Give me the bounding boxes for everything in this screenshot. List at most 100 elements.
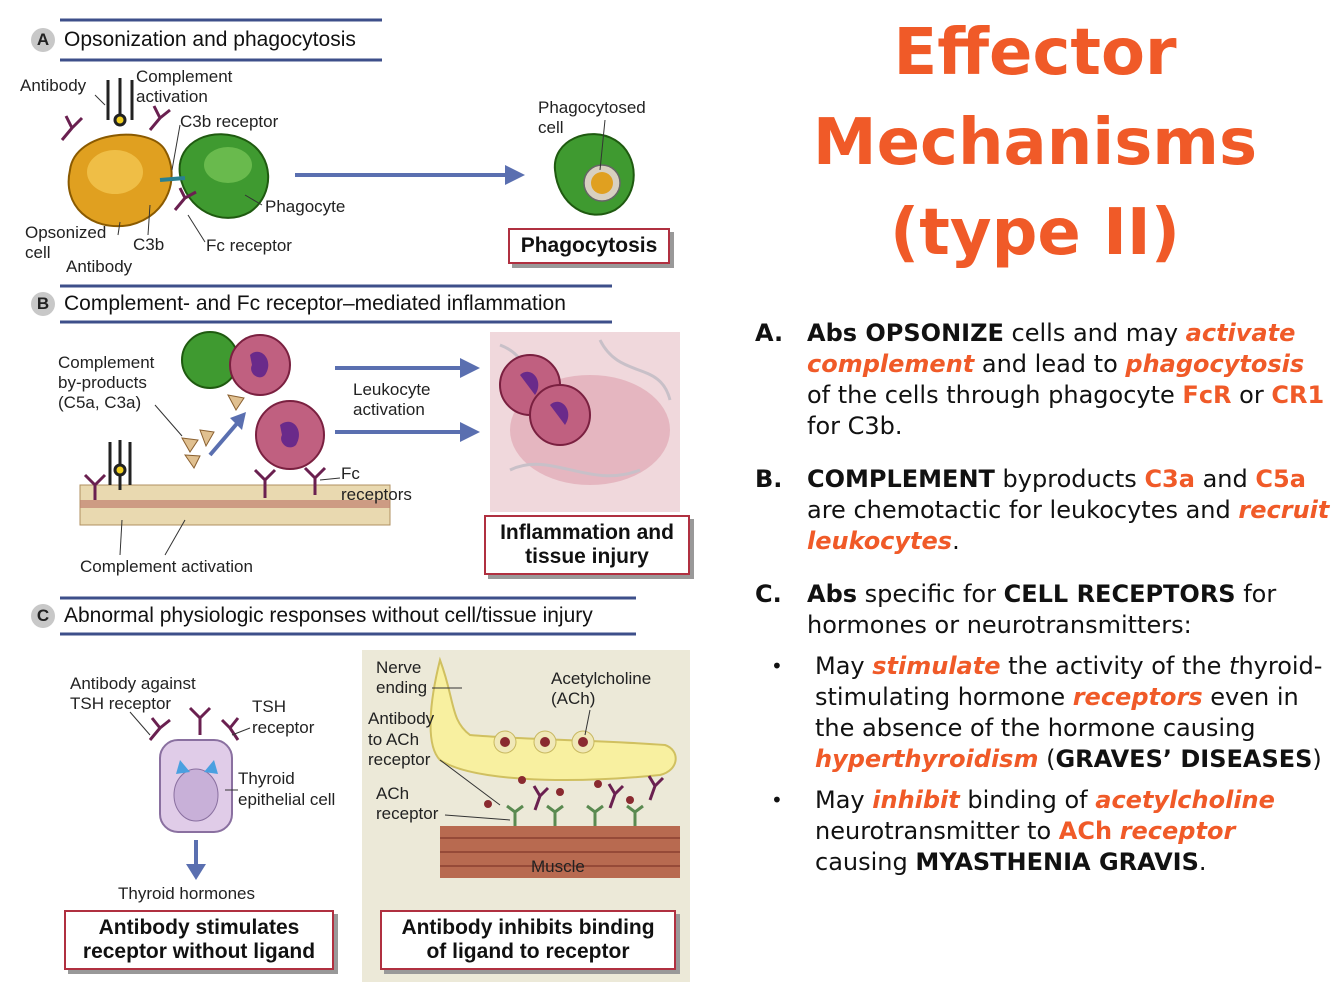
label-thyroid-hormones: Thyroid hormones bbox=[118, 884, 256, 903]
s2-5: neurotransmitter to bbox=[815, 817, 1059, 845]
box-inhibits-line-2: of ligand to receptor bbox=[426, 940, 630, 963]
sub-item-graves: • May stimulate the activity of the thyr… bbox=[755, 651, 1330, 775]
text-c-abs: Abs bbox=[807, 580, 858, 608]
s1-stimulate: stimulate bbox=[872, 652, 1001, 680]
label-opsonized-cell: cell bbox=[25, 243, 51, 262]
label-c3b: C3b bbox=[133, 235, 165, 254]
box-inflammation-line-2: tissue injury bbox=[525, 545, 649, 568]
panel-a-header-bars bbox=[60, 18, 382, 62]
c5a-fragments bbox=[181, 394, 245, 469]
label-achr-receptor: receptor bbox=[376, 804, 439, 823]
label-ab-ach-1: Antibody bbox=[368, 709, 435, 728]
label-ach-abbrev: (ACh) bbox=[551, 689, 596, 708]
panel-b-title: Complement- and Fc receptor–mediated inf… bbox=[64, 292, 566, 315]
label-nerve: Nerve bbox=[376, 658, 422, 677]
text-a-10: for C3b. bbox=[807, 412, 903, 440]
label-antibody: Antibody bbox=[20, 76, 87, 95]
text-b-complement: COMPLEMENT bbox=[807, 465, 995, 493]
s1-11: ) bbox=[1312, 745, 1322, 773]
s1-5: hyroid-stimulating hormone bbox=[815, 652, 1323, 711]
box-stimulates-line-1: Antibody stimulates bbox=[98, 916, 300, 939]
s1-1: May bbox=[815, 652, 873, 680]
s2-9: causing bbox=[815, 848, 916, 876]
text-a-4: and lead to bbox=[974, 350, 1126, 378]
label-tsh: TSH bbox=[252, 697, 286, 716]
label-nerve-ending: ending bbox=[376, 678, 428, 697]
panel-b-header-bars bbox=[60, 284, 612, 324]
sub-item-myasthenia: • May inhibit binding of acetylcholine n… bbox=[755, 785, 1330, 878]
text-b-8: . bbox=[952, 527, 960, 555]
label-fc: Fc bbox=[341, 464, 360, 483]
box-antibody-stimulates: Antibody stimulates receptor without lig… bbox=[64, 910, 334, 970]
leader-lines-c-right bbox=[432, 687, 591, 821]
label-thyroid-epithelial: epithelial cell bbox=[238, 790, 336, 809]
text-a-phagocytosis: phagocytosis bbox=[1125, 350, 1305, 378]
opsonized-cell bbox=[67, 133, 173, 228]
label-tsh-receptor: receptor bbox=[252, 718, 315, 737]
chemotaxis-arrow-head bbox=[230, 412, 246, 430]
text-b-c3a: C3a bbox=[1144, 465, 1195, 493]
label-ab-tsh-2: TSH receptor bbox=[70, 694, 172, 713]
s1-graves: GRAVES’ DISEASES bbox=[1055, 745, 1313, 773]
c3b-receptor-link bbox=[159, 176, 186, 182]
leukocyte-1 bbox=[229, 334, 291, 396]
label-leukocyte-activation: activation bbox=[353, 400, 425, 419]
s2-11: . bbox=[1198, 848, 1207, 876]
text-c-cell-receptors: CELL RECEPTORS bbox=[1003, 580, 1236, 608]
text-a-fcr: FcR bbox=[1182, 381, 1232, 409]
bullet-2: • bbox=[771, 788, 783, 812]
label-byproducts-1: Complement bbox=[58, 353, 155, 372]
box-inhibits-line-1: Antibody inhibits binding bbox=[401, 916, 655, 939]
s2-inhibit: inhibit bbox=[872, 786, 960, 814]
title-line-3: (type II) bbox=[890, 196, 1180, 270]
label-ab-tsh-1: Antibody against bbox=[70, 674, 196, 693]
list-item-b: B. COMPLEMENT byproducts C3a and C5a are… bbox=[755, 464, 1330, 557]
text-b-2: byproducts bbox=[994, 465, 1145, 493]
page-title: Effector Mechanisms (type II) bbox=[740, 8, 1330, 278]
label-achr: ACh bbox=[376, 784, 410, 803]
label-acetylcholine: Acetylcholine bbox=[551, 669, 652, 688]
text-b-6: are chemotactic for leukocytes and bbox=[807, 496, 1239, 524]
label-c3b-receptor: C3b receptor bbox=[180, 112, 279, 131]
box-phagocytosis: Phagocytosis bbox=[508, 228, 670, 264]
label-complement: Complement bbox=[136, 67, 233, 86]
leader-lines-a bbox=[94, 94, 606, 243]
list-item-c: C. Abs specific for CELL RECEPTORS for h… bbox=[755, 579, 1330, 641]
tsh-antibodies bbox=[148, 706, 240, 741]
s2-acetylcholine: acetylcholine bbox=[1095, 786, 1275, 814]
tissue-injury-image bbox=[490, 332, 680, 512]
title-line-2: Mechanisms bbox=[812, 106, 1258, 180]
s1-7: even in the absence of the hormone causi… bbox=[815, 683, 1299, 742]
panel-c-header-bars bbox=[60, 596, 636, 636]
antibodies-panel-a bbox=[60, 105, 197, 211]
box-phagocytosis-text: Phagocytosis bbox=[520, 234, 658, 257]
arrow-a-head bbox=[505, 165, 525, 185]
explanation-text: A. Abs OPSONIZE cells and may activate c… bbox=[755, 318, 1330, 886]
phagocyte-cell bbox=[178, 133, 270, 219]
text-a-6: of the cells through phagocyte bbox=[807, 381, 1183, 409]
text-a-8: or bbox=[1231, 381, 1272, 409]
label-fc-receptor: Fc receptor bbox=[206, 236, 292, 255]
label-fc-receptors: receptors bbox=[341, 485, 412, 504]
ach-receptors bbox=[506, 804, 644, 826]
membrane bbox=[79, 484, 391, 526]
text-a-cr1: CR1 bbox=[1271, 381, 1325, 409]
leader-lines-c-left bbox=[129, 711, 251, 791]
text-c-2: specific for bbox=[857, 580, 1004, 608]
label-antibody-2: Antibody bbox=[66, 257, 133, 276]
s1-hyperthyroidism: hyperthyroidism bbox=[815, 745, 1039, 773]
leukocyte-2 bbox=[255, 400, 325, 470]
thyroid-cell bbox=[159, 739, 233, 833]
text-a-2: cells and may bbox=[1003, 319, 1186, 347]
ach-blocking-antibodies bbox=[532, 775, 665, 811]
label-activation: activation bbox=[136, 87, 208, 106]
box-antibody-inhibits: Antibody inhibits binding of ligand to r… bbox=[380, 910, 676, 970]
arrow-b-2-head bbox=[460, 422, 480, 442]
marker-a: A. bbox=[755, 319, 784, 347]
s2-7 bbox=[1112, 817, 1120, 845]
text-a-opsonize: Abs OPSONIZE bbox=[807, 319, 1004, 347]
label-ab-ach-2: to ACh bbox=[368, 730, 420, 749]
label-leukocyte: Leukocyte bbox=[353, 380, 431, 399]
s2-receptor: receptor bbox=[1119, 817, 1236, 845]
s1-9: ( bbox=[1038, 745, 1056, 773]
